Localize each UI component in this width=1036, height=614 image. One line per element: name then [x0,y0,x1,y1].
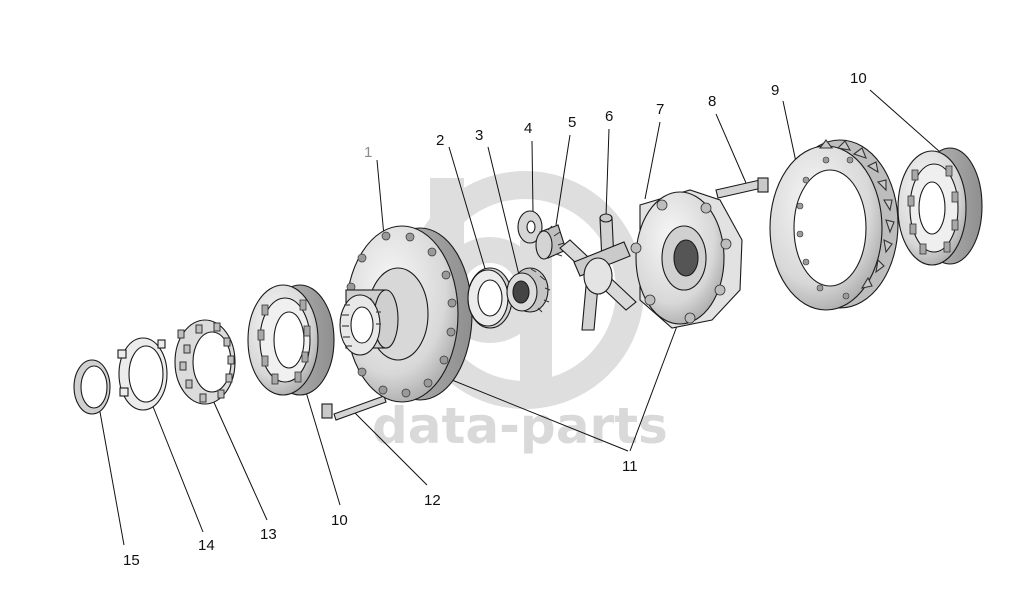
part-10-bearing-left [247,284,335,396]
callout-15: 15 [123,552,140,569]
callout-7: 7 [656,101,664,118]
callout-5: 5 [568,114,576,131]
callout-4: 4 [524,120,532,137]
part-4-washer [517,210,543,244]
callout-12: 12 [424,492,441,509]
part-7-differential-case [630,189,743,329]
watermark-text: data-parts [372,397,668,455]
part-8-bolt [715,177,769,199]
part-10-bearing-right [897,147,983,266]
part-5-pinion-gear [535,224,567,260]
callout-14: 14 [198,537,215,554]
callout-11: 11 [622,458,638,475]
part-9-ring-gear [769,139,899,311]
part-12-bolt [321,395,387,421]
part-14-lock-washer [117,337,168,411]
part-15-snap-ring [73,359,111,415]
callout-10-left: 10 [331,512,348,529]
part-6-spider [559,213,637,331]
callout-6: 6 [605,108,613,125]
part-2-thrust-washer [467,267,513,329]
callout-13: 13 [260,526,277,543]
callout-labels: 1 2 3 4 5 6 7 8 9 10 10 11 12 13 14 15 [123,70,867,569]
callout-3: 3 [475,127,483,144]
part-13-roller-cage [174,319,236,405]
leader-lines [99,89,941,546]
part-1-housing [339,225,473,403]
callout-9: 9 [771,82,779,99]
callout-8: 8 [708,93,716,110]
callout-10-right: 10 [850,70,867,87]
callout-1: 1 [364,144,372,161]
part-3-side-gear [506,267,551,313]
callout-2: 2 [436,132,444,149]
